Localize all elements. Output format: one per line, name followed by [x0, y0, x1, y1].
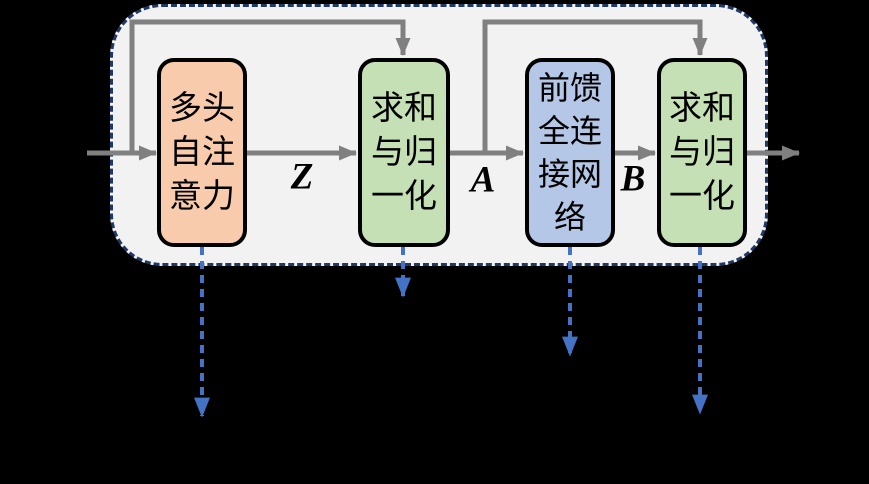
- edge-label-b: B: [620, 158, 646, 200]
- block-add-and-normalize-1: 求和 与归 一化: [358, 58, 450, 247]
- block-add-and-normalize-2: 求和 与归 一化: [657, 58, 747, 247]
- edge-label-z: Z: [290, 156, 314, 198]
- residual-connection-2: [482, 19, 708, 153]
- residual-connection-1: [129, 19, 411, 153]
- block-multi-head-self-attention: 多头 自注 意力: [157, 58, 247, 247]
- edge-label-a: A: [470, 159, 496, 201]
- block-feed-forward-network: 前馈 全连 接网 络: [525, 58, 615, 247]
